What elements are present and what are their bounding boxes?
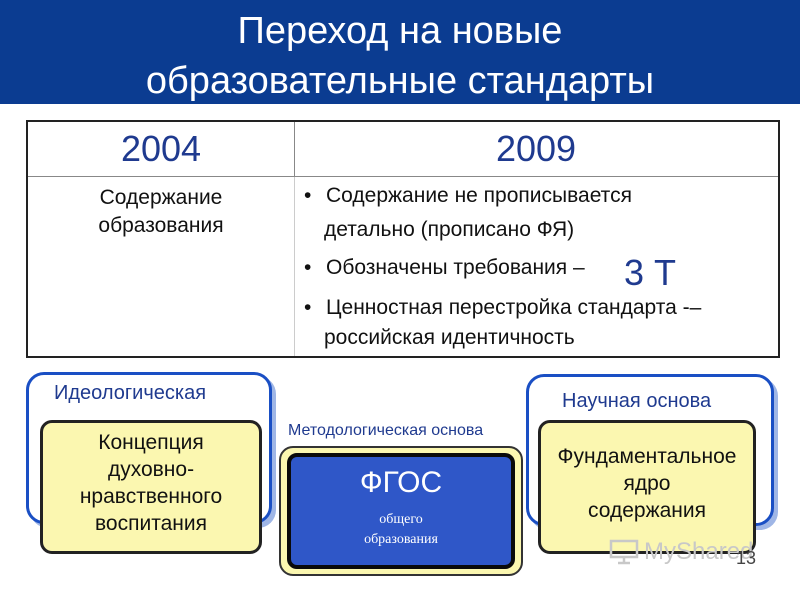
- scientific-title: Научная основа: [562, 390, 712, 412]
- bullet-2-text: Обозначены требования –: [326, 256, 585, 279]
- fundamental-core-box: Фундаментальное ядро содержания: [538, 420, 756, 554]
- left-cell-line: образования: [98, 214, 224, 237]
- core-line: содержания: [588, 499, 706, 522]
- title-banner: Переход на новые образовательные стандар…: [0, 0, 800, 104]
- bullet-3-line-1: Ценностная перестройка стандарта -–: [326, 296, 702, 319]
- year-2004-header: 2004: [120, 128, 202, 169]
- concept-line: нравственного: [79, 485, 223, 508]
- year-2009-header: 2009: [495, 128, 577, 169]
- three-t-highlight: 3 Т: [624, 252, 677, 293]
- left-cell-text: Содержание образования: [28, 184, 294, 240]
- fgos-subtitle-line: общего: [379, 512, 423, 527]
- concept-line: Концепция: [98, 431, 204, 454]
- core-line: Фундаментальное: [557, 445, 737, 468]
- title-line-1: Переход на новые: [237, 10, 563, 52]
- fgos-subtitle-line: образования: [364, 532, 438, 547]
- bullet-marker: •: [304, 184, 312, 207]
- core-line: ядро: [623, 472, 671, 495]
- methodological-label: Методологическая основа: [288, 422, 484, 439]
- fgos-title: ФГОС: [359, 466, 443, 499]
- bullet-1-line-2: детально (прописано ФЯ): [324, 218, 575, 241]
- left-cell-line: Содержание: [99, 186, 223, 209]
- fgos-box: [287, 453, 515, 569]
- comparison-table: 2004 2009 Содержание образования • Содер…: [26, 120, 780, 358]
- presentation-icon: [609, 539, 639, 565]
- page-number: 13: [736, 548, 757, 568]
- bullet-1-line-1: Содержание не прописывается: [326, 184, 632, 207]
- concept-line: воспитания: [95, 512, 207, 535]
- fgos-subtitle: общего образования: [287, 510, 515, 550]
- column-divider: [294, 122, 295, 177]
- bullet-marker: •: [304, 296, 312, 319]
- watermark-text: MyShared: [644, 538, 754, 565]
- concept-line: духовно-: [107, 458, 195, 481]
- bullet-marker: •: [304, 256, 312, 279]
- title-line-2: образовательные стандарты: [145, 60, 655, 102]
- column-divider-body: [294, 177, 295, 356]
- bullet-3-line-2: российская идентичность: [324, 326, 575, 349]
- table-header-row: [28, 122, 778, 177]
- concept-box: Концепция духовно- нравственного воспита…: [40, 420, 262, 554]
- ideological-title: Идеологическая: [54, 382, 207, 404]
